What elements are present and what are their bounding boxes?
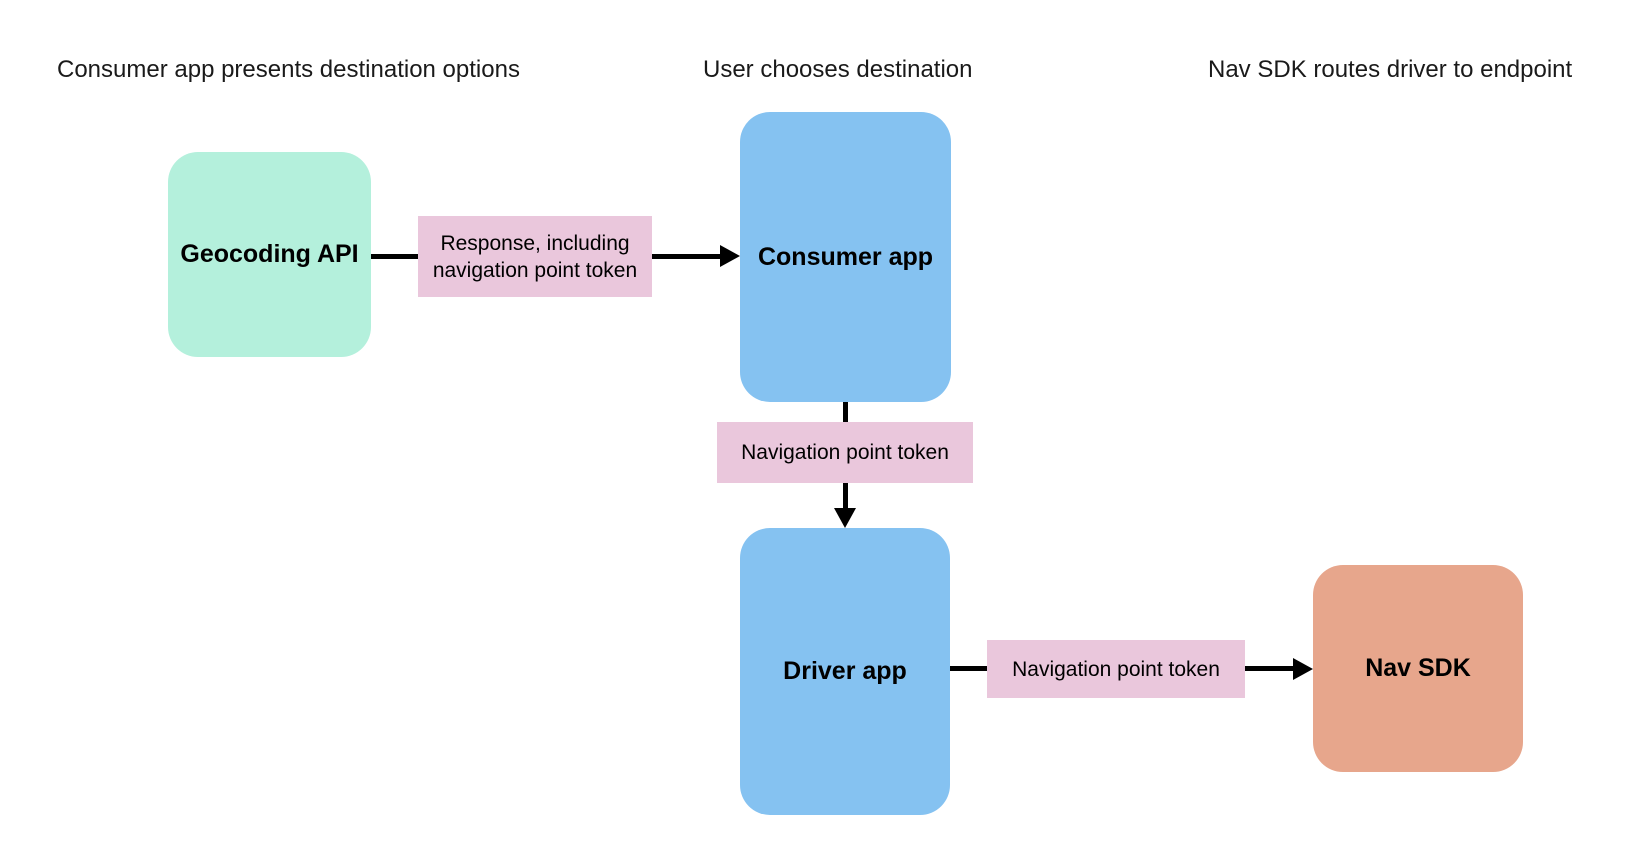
node-nav-sdk: Nav SDK (1313, 565, 1523, 772)
node-geocoding-api-label: Geocoding API (180, 240, 359, 268)
phase-heading-consumer-presents: Consumer app presents destination option… (57, 56, 520, 83)
node-driver-app-label: Driver app (783, 657, 907, 685)
edge-label-navigation-point-token-vertical: Navigation point token (717, 422, 973, 483)
edge-label-response-including-token: Response, including navigation point tok… (418, 216, 652, 297)
phase-heading-nav-sdk-routes: Nav SDK routes driver to endpoint (1208, 56, 1573, 83)
node-driver-app: Driver app (740, 528, 950, 815)
node-consumer-app-label: Consumer app (757, 242, 934, 271)
phase-heading-user-chooses: User chooses destination (703, 56, 973, 83)
node-consumer-app: Consumer app (740, 112, 951, 402)
arrowhead-down-icon (834, 508, 856, 528)
edge-label-navigation-point-token-horizontal: Navigation point token (987, 640, 1245, 698)
arrowhead-right-icon (1293, 658, 1313, 680)
arrowhead-right-icon (720, 245, 740, 267)
node-geocoding-api: Geocoding API (168, 152, 371, 357)
node-nav-sdk-label: Nav SDK (1365, 654, 1471, 682)
